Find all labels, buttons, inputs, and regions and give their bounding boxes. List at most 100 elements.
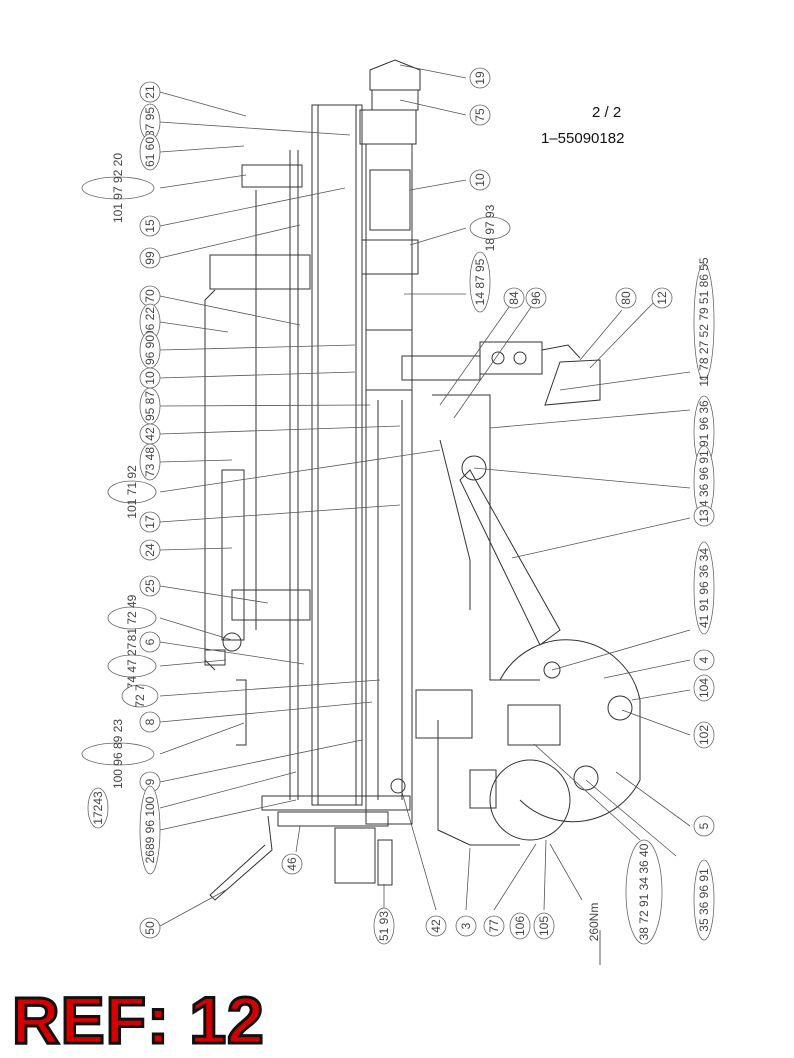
- callout-bubble: 10: [139, 367, 161, 389]
- svg-text:72 7: 72 7: [133, 684, 147, 708]
- svg-text:10: 10: [143, 371, 157, 385]
- callout-bubble: 41 91 96 36 34: [693, 541, 715, 635]
- svg-text:38 72 91 34 36 40: 38 72 91 34 36 40: [637, 843, 651, 940]
- svg-text:17243: 17243: [91, 791, 105, 825]
- svg-text:106: 106: [513, 916, 527, 936]
- svg-text:99: 99: [143, 251, 157, 265]
- svg-text:46: 46: [285, 857, 299, 871]
- svg-text:50: 50: [143, 921, 157, 935]
- svg-text:15: 15: [143, 219, 157, 233]
- svg-text:101 97 92 20: 101 97 92 20: [111, 153, 125, 223]
- callout-bubble: 87 95: [139, 103, 161, 141]
- svg-text:73 48: 73 48: [143, 447, 157, 477]
- callout-bubble: 3: [455, 915, 477, 937]
- callout-bubble: 96 22: [139, 303, 161, 341]
- svg-text:34 36 96 91: 34 36 96 91: [697, 450, 711, 514]
- callout-bubble: 25: [139, 575, 161, 597]
- callout-bubble: 12: [651, 287, 673, 309]
- callout-bubble: 21: [139, 81, 161, 103]
- callout-bubble: 15: [139, 215, 161, 237]
- callout-bubble: 4: [693, 649, 715, 671]
- callout-bubble: 96 90: [139, 331, 161, 369]
- callout-bubble: 38 72 91 34 36 40: [625, 839, 663, 945]
- document-number: 1–55090182: [541, 130, 625, 147]
- right-callouts: 11 78 27 52 79 51 86 55 37 91 96 36 34 3…: [693, 257, 715, 941]
- svg-text:14 87 95: 14 87 95: [473, 258, 487, 305]
- callout-bubble: 72 7: [121, 684, 159, 708]
- svg-text:5: 5: [697, 822, 711, 829]
- callout-bubble: 104: [693, 674, 715, 702]
- callout-bubble: 105: [533, 912, 555, 940]
- svg-text:41 91 96 36 34: 41 91 96 36 34: [697, 548, 711, 628]
- ref-label: REF: 12: [11, 982, 266, 1058]
- svg-text:102: 102: [697, 725, 711, 745]
- callout-bubble: 106: [509, 912, 531, 940]
- callout-bubble: 46: [281, 853, 303, 875]
- svg-text:96 22: 96 22: [143, 307, 157, 337]
- svg-text:10: 10: [473, 173, 487, 187]
- svg-text:3: 3: [459, 922, 473, 929]
- svg-text:61 60: 61 60: [143, 137, 157, 167]
- svg-text:35 36 96 91: 35 36 96 91: [697, 868, 711, 932]
- callout-bubble: 2689 96 100: [139, 785, 161, 875]
- callout-bubble: 95 87: [139, 387, 161, 425]
- callout-bubble: 6: [139, 631, 161, 653]
- svg-text:42: 42: [429, 919, 443, 933]
- callout-bubble: 17: [139, 511, 161, 533]
- svg-text:42: 42: [143, 427, 157, 441]
- svg-text:77: 77: [487, 919, 501, 933]
- assembly-drawing: [204, 59, 641, 965]
- svg-text:70: 70: [143, 289, 157, 303]
- svg-text:84: 84: [507, 291, 521, 305]
- svg-text:96: 96: [529, 291, 543, 305]
- svg-text:80: 80: [619, 291, 633, 305]
- callout-bubble: 17243: [87, 787, 109, 829]
- callout-bubble: 10: [469, 169, 491, 191]
- svg-text:75: 75: [473, 108, 487, 122]
- svg-text:81 72 49: 81 72 49: [125, 594, 139, 641]
- callout-bubble: 18 97 93: [469, 204, 511, 251]
- svg-text:25: 25: [143, 579, 157, 593]
- svg-text:19: 19: [473, 71, 487, 85]
- callout-bubble: 70: [139, 285, 161, 307]
- callout-bubble: 19: [469, 67, 491, 89]
- svg-text:51 93: 51 93: [377, 911, 391, 941]
- leader-lines: [159, 64, 691, 927]
- svg-text:104: 104: [697, 678, 711, 698]
- svg-text:4: 4: [697, 656, 711, 663]
- svg-text:105: 105: [537, 916, 551, 936]
- callout-bubble: 102: [693, 721, 715, 749]
- svg-text:100 96 89 23: 100 96 89 23: [111, 719, 125, 789]
- callout-bubble: 75: [469, 104, 491, 126]
- svg-text:12: 12: [655, 291, 669, 305]
- callout-bubble: 81 72 49: [107, 594, 157, 641]
- svg-text:13: 13: [697, 509, 711, 523]
- callout-bubble: 34 36 96 91: [693, 445, 715, 519]
- callout-bubble: 100 96 89 23: [81, 719, 155, 789]
- callout-bubble: 74 47 27: [107, 642, 157, 689]
- callout-bubble: 51 93: [373, 907, 395, 945]
- svg-text:101 71 92: 101 71 92: [125, 465, 139, 519]
- callout-bubble: 61 60: [139, 133, 161, 171]
- svg-text:95 87: 95 87: [143, 391, 157, 421]
- callout-bubble: 42: [425, 915, 447, 937]
- svg-text:8: 8: [143, 718, 157, 725]
- svg-text:9: 9: [143, 778, 157, 785]
- svg-text:17: 17: [143, 515, 157, 529]
- callout-bubble: 80: [615, 287, 637, 309]
- svg-text:96 90: 96 90: [143, 335, 157, 365]
- torque-note: 260Nm: [587, 903, 601, 942]
- callout-bubble: 42: [139, 423, 161, 445]
- svg-text:21: 21: [143, 85, 157, 99]
- svg-text:87 95: 87 95: [143, 107, 157, 137]
- bottom-callouts: 51 93 42 3 77 106 105 38 72 91 34 36 40 …: [373, 839, 663, 945]
- callout-bubble: 84: [503, 287, 525, 309]
- callout-bubble: 50: [139, 917, 161, 939]
- callout-bubble: 8: [139, 711, 161, 733]
- svg-text:24: 24: [143, 543, 157, 557]
- callout-bubble: 5: [693, 815, 715, 837]
- page-number: 2 / 2: [592, 104, 622, 121]
- callout-bubble: 101 71 92: [107, 465, 157, 519]
- callout-bubble: 11 78 27 52 79 51 86 55: [693, 257, 715, 387]
